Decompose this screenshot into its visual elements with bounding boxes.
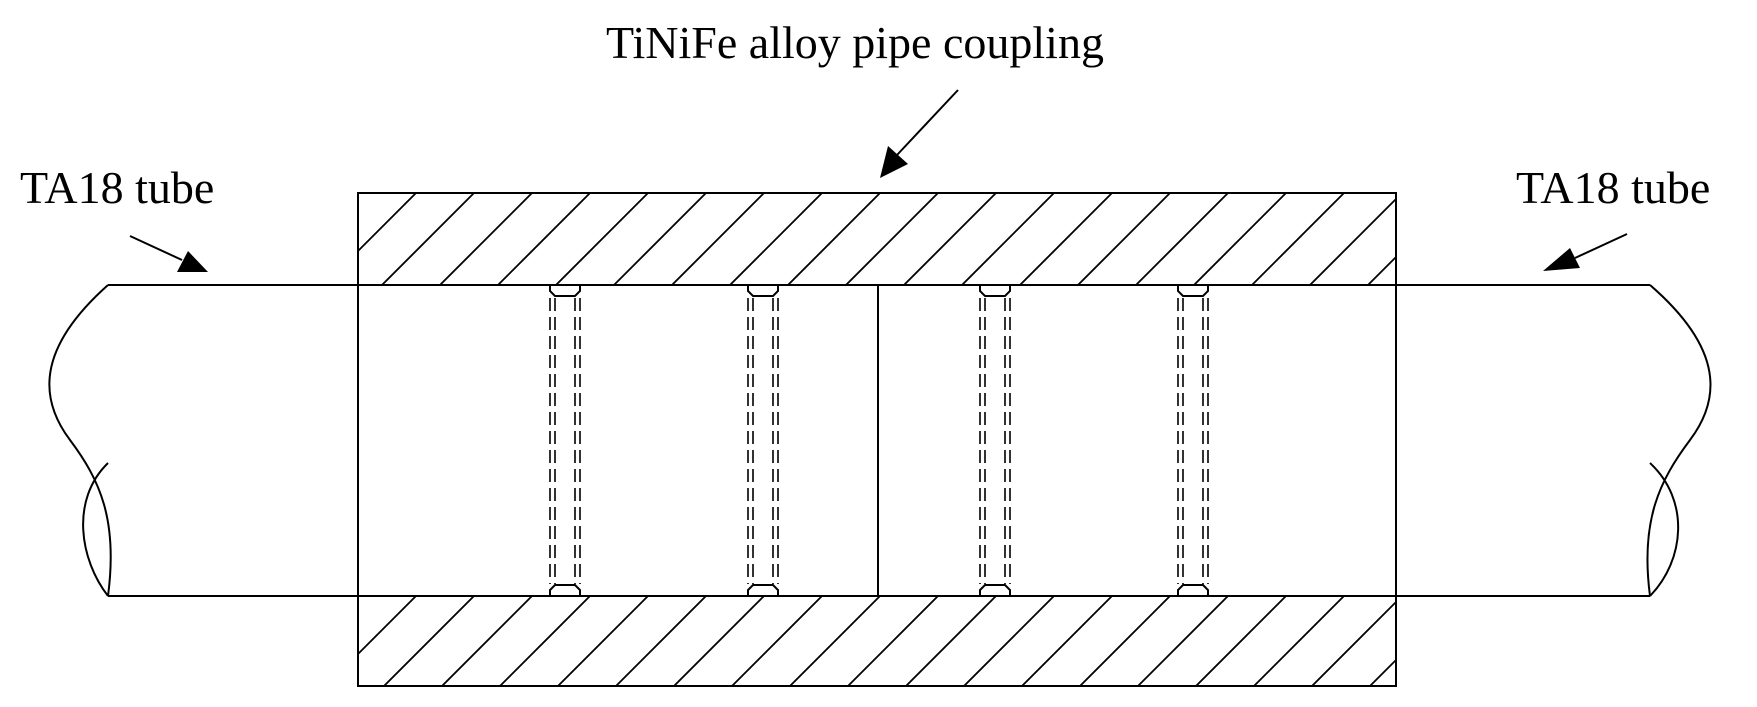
hatch-line [497, 193, 591, 285]
hatch-line [787, 193, 881, 285]
hatch-line [1135, 193, 1229, 285]
hatch-line [729, 193, 823, 285]
hatch-line [1195, 596, 1287, 686]
coupling-arrow [880, 89, 959, 178]
hatch-line [1193, 193, 1287, 285]
hatch-line [1309, 197, 1396, 285]
hatch-line [845, 193, 939, 285]
hatch-line [847, 596, 939, 686]
hatch-line [1019, 193, 1113, 285]
hatch-line [1079, 596, 1171, 686]
hatch-line [1253, 596, 1345, 686]
hatch-line [499, 596, 591, 686]
hatch-line [789, 596, 881, 686]
coupling-top-section [357, 192, 1518, 286]
hatch-line [383, 596, 475, 686]
hatch-line [963, 596, 1055, 686]
left-tube [48, 284, 358, 597]
left-tube-label: TA18 tube [20, 162, 214, 213]
right-tube-arrow [1543, 233, 1628, 271]
hatch-line [439, 193, 533, 285]
coupling-bottom-section [357, 595, 1576, 687]
coupling-body [357, 285, 1397, 596]
hatch-line [961, 193, 1055, 285]
groove [747, 285, 779, 596]
hatch-line [1369, 658, 1396, 686]
hatch-line [1077, 193, 1171, 285]
hatch-line [1137, 596, 1229, 686]
groove-notch [549, 285, 581, 297]
groove-notch [979, 584, 1011, 596]
hatch-line [557, 596, 649, 686]
hatch-line [613, 193, 707, 285]
hatch-line [903, 193, 997, 285]
internal-grooves [549, 285, 1209, 596]
hatch-line [1426, 193, 1518, 285]
groove-notch [1177, 285, 1209, 297]
hatch-line [1311, 600, 1396, 686]
hatch-line [358, 596, 417, 656]
hatch-line [731, 596, 823, 686]
hatch-line [555, 193, 649, 285]
hatch-line [1251, 193, 1345, 285]
hatch-line [615, 596, 707, 686]
hatch-line [1367, 255, 1396, 285]
groove-notch [747, 584, 779, 596]
hatch-line [441, 596, 533, 686]
hatch-line [1021, 596, 1113, 686]
groove-notch [979, 285, 1011, 297]
groove-notch [1177, 584, 1209, 596]
coupling-label: TiNiFe alloy pipe coupling [606, 17, 1104, 68]
hatch-line [671, 193, 765, 285]
groove [1177, 285, 1209, 596]
groove-notch [747, 285, 779, 297]
hatch-line [673, 596, 765, 686]
hatch-line [381, 193, 475, 285]
groove-notch [549, 584, 581, 596]
groove [549, 285, 581, 596]
groove [979, 285, 1011, 596]
hatch-line [1428, 596, 1518, 686]
hatch-line [905, 596, 997, 686]
hatch-line [358, 193, 417, 253]
right-tube [1396, 284, 1712, 597]
hatch-line [358, 193, 359, 195]
right-tube-label: TA18 tube [1516, 162, 1710, 213]
hatch-line [1486, 596, 1576, 686]
hatch-line [358, 596, 359, 598]
left-tube-arrow [129, 235, 208, 272]
